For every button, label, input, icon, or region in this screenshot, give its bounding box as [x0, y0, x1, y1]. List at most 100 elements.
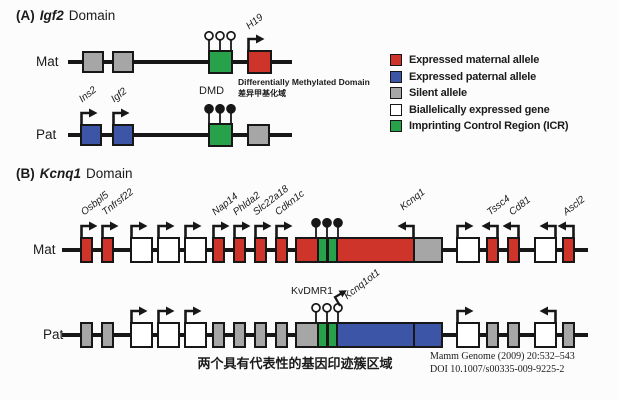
cdkn1c-box — [275, 237, 288, 263]
kcnq1ot1-start-arrow-icon — [331, 286, 353, 307]
icr-dmd-box — [208, 50, 233, 74]
biallelic-box — [184, 237, 207, 263]
biallelic-box — [534, 237, 557, 263]
silent-box — [507, 322, 520, 348]
transcription-arrow-icon — [79, 221, 99, 238]
gene-label-cd81: Cd81 — [507, 194, 533, 218]
panel-a-mat-label: Mat — [36, 54, 59, 69]
transcription-arrow-icon — [501, 221, 521, 238]
methylation-lollipops-icon — [203, 103, 237, 123]
gene-label-igf2: Igf2 — [109, 86, 130, 105]
legend-item-icr: Imprinting Control Region (ICR) — [390, 120, 569, 132]
h19-silent-box — [247, 124, 270, 146]
citation-line2: DOI 10.1007/s00335-009-9225-2 — [430, 363, 565, 375]
legend-label: Expressed maternal allele — [409, 54, 540, 66]
kcnq1ot1-box — [413, 322, 443, 348]
biallelic-box — [456, 237, 480, 263]
panel-a-pat-label: Pat — [36, 127, 57, 142]
transcription-arrow-icon — [274, 221, 294, 238]
tssc4-box — [486, 237, 499, 263]
panel-a-suffix: Domain — [68, 8, 116, 23]
silent-box — [413, 237, 443, 263]
nap14-box — [212, 237, 225, 263]
silent-box — [486, 322, 499, 348]
transcription-arrow-icon — [156, 221, 176, 238]
citation-line1: Mamm Genome (2009) 20:532–543 — [430, 351, 575, 362]
gene-label-ins2: Ins2 — [77, 84, 99, 105]
methylation-lollipops-icon — [203, 30, 237, 50]
transcription-arrow-icon — [396, 221, 416, 238]
ascl2-box — [562, 237, 575, 263]
biallelic-swatch-icon — [390, 103, 402, 116]
biallelic-box — [184, 322, 207, 348]
methylation-lollipops-icon — [310, 217, 344, 237]
legend-label: Expressed paternal allele — [409, 70, 537, 83]
silent-box — [254, 322, 267, 348]
osbpl5-box — [80, 237, 93, 263]
gene-label-kcnq1ot1: Kcnq1ot1 — [342, 267, 383, 302]
legend-item-maternal: Expressed maternal allele — [390, 54, 539, 66]
gene-label-kcnq1: Kcnq1 — [398, 186, 428, 213]
panel-a-gene-name: Igf2 — [39, 8, 64, 23]
panel-a-pat-chromosome-line — [68, 133, 292, 137]
silent-box — [112, 51, 134, 73]
silent-swatch-icon — [390, 87, 402, 99]
kcnq1ot1-box — [336, 322, 415, 348]
h19-box — [247, 50, 272, 74]
maternal-swatch-icon — [390, 54, 402, 66]
slc22a18-box — [254, 237, 267, 263]
silent-box — [562, 322, 575, 348]
legend-item-silent: Silent allele — [390, 87, 467, 99]
gene-label-ascl2: Ascl2 — [561, 194, 588, 218]
dmd-full-label: Differentially Methylated Domain — [238, 77, 370, 87]
transcription-arrow-icon — [129, 306, 149, 323]
biallelic-box — [456, 322, 480, 348]
silent-box — [80, 322, 93, 348]
transcription-arrow-icon — [183, 221, 203, 238]
panel-b-gene-name: Kcnq1 — [39, 166, 82, 181]
legend-label: Silent allele — [409, 87, 467, 99]
gene-label-tssc4: Tssc4 — [485, 193, 513, 218]
transcription-arrow-icon — [111, 108, 131, 125]
paternal-swatch-icon — [390, 70, 402, 83]
biallelic-box — [157, 322, 180, 348]
icr-swatch-icon — [390, 120, 402, 132]
silent-box — [82, 51, 104, 73]
transcription-arrow-icon — [211, 221, 231, 238]
biallelic-box — [130, 322, 153, 348]
ins2-box — [80, 124, 102, 146]
transcription-arrow-icon — [79, 108, 99, 125]
citation: Mamm Genome (2009) 20:532–543 DOI 10.100… — [430, 351, 575, 376]
igf2-box — [112, 124, 134, 146]
transcription-arrow-icon — [480, 221, 500, 238]
figure-caption-chinese: 两个具有代表性的基因印迹簇区域 — [197, 356, 393, 371]
panel-a-tag: (A) — [16, 8, 35, 23]
transcription-arrow-icon — [183, 306, 203, 323]
transcription-arrow-icon — [455, 221, 475, 238]
silent-box — [233, 322, 246, 348]
legend-label: Biallelically expressed gene — [409, 103, 550, 116]
panel-b-suffix: Domain — [86, 166, 133, 181]
transcription-arrow-icon — [455, 306, 475, 323]
transcription-arrow-icon — [129, 221, 149, 238]
maternal-block-box — [295, 237, 319, 263]
panel-b-pat-label: Pat — [43, 327, 64, 342]
gene-label-kvdmr1: KvDMR1 — [291, 285, 334, 297]
biallelic-box — [534, 322, 557, 348]
cd81-box — [507, 237, 520, 263]
transcription-arrow-icon — [253, 221, 273, 238]
biallelic-box — [130, 237, 153, 263]
transcription-arrow-icon — [156, 306, 176, 323]
silent-box — [212, 322, 225, 348]
legend-item-biallelic: Biallelically expressed gene — [390, 103, 550, 116]
transcription-arrow-icon — [538, 306, 558, 323]
kcnq1-box — [336, 237, 415, 263]
panel-a-mat-chromosome-line — [68, 60, 292, 64]
silent-box — [101, 322, 114, 348]
panel-b-mat-label: Mat — [33, 242, 56, 257]
dmd-label: DMD — [199, 85, 225, 97]
transcription-arrow-icon — [246, 34, 266, 51]
transcription-arrow-icon — [100, 221, 120, 238]
